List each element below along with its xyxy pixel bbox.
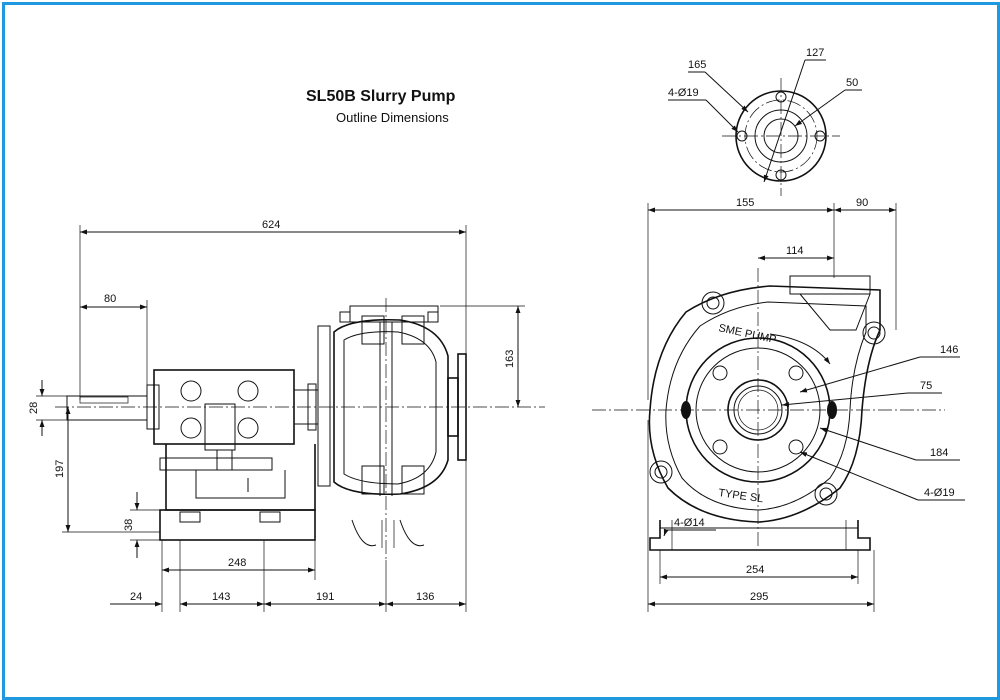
dim-width-right: 90 <box>856 197 868 209</box>
dim-base-length: 248 <box>228 557 246 569</box>
dim-75: 75 <box>920 380 932 392</box>
flange-dim-holes: 4-Ø19 <box>668 87 699 99</box>
front-view: SME PUMP TYPE SL 155 90 114 146 75 184 <box>592 197 965 612</box>
dim-base-height: 38 <box>123 519 135 531</box>
dim-136: 136 <box>416 591 434 603</box>
dim-outlet-height: 163 <box>504 350 516 368</box>
plate-text-bottom: TYPE SL <box>718 487 764 505</box>
plate-text-top: SME PUMP <box>717 322 777 346</box>
flange-view: 165 127 50 4-Ø19 <box>668 47 862 196</box>
dim-24: 24 <box>130 591 142 603</box>
flange-dim-50: 50 <box>846 77 858 89</box>
dim-base-inner: 254 <box>746 564 764 576</box>
side-view: 624 80 28 197 38 248 <box>28 219 545 612</box>
dim-shaft-extension: 80 <box>104 293 116 305</box>
dim-184: 184 <box>930 447 948 459</box>
dim-width-left: 155 <box>736 197 754 209</box>
dim-outlet-offset: 114 <box>786 245 804 257</box>
drawing-title: SL50B Slurry Pump <box>306 88 456 105</box>
dim-overall-length: 624 <box>262 219 280 231</box>
dim-base-outer: 295 <box>750 591 768 603</box>
dim-146: 146 <box>940 344 958 356</box>
dim-base-holes: 4-Ø14 <box>674 517 705 529</box>
dim-shaft-diameter: 28 <box>28 402 40 414</box>
flange-dim-127: 127 <box>806 47 824 59</box>
dim-bolt-holes: 4-Ø19 <box>924 487 955 499</box>
drawing-subtitle: Outline Dimensions <box>336 110 449 125</box>
dim-143: 143 <box>212 591 230 603</box>
dim-shaft-height: 197 <box>54 460 66 478</box>
flange-dim-165: 165 <box>688 59 706 71</box>
dim-191: 191 <box>316 591 334 603</box>
